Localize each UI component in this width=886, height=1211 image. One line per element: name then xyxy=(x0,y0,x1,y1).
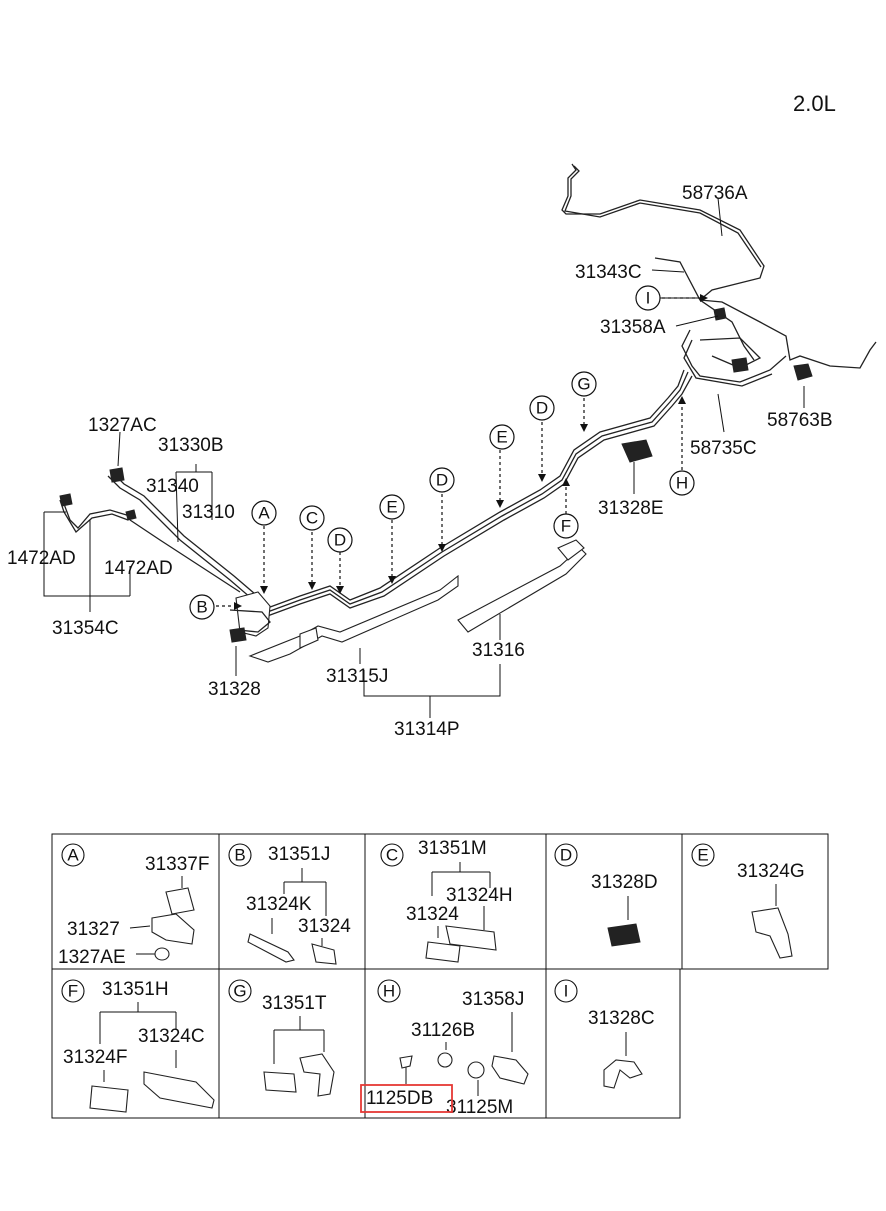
callout-I: I xyxy=(646,289,651,308)
callout-C: C xyxy=(306,509,318,528)
legend-cell-A: A 31337F 31327 1327AE xyxy=(58,843,209,968)
legend-cell-E: E 31324G xyxy=(691,843,805,959)
label-1472AD-left: 1472AD xyxy=(7,548,76,569)
callout-E1: E xyxy=(386,498,397,517)
label-31328: 31328 xyxy=(208,679,261,700)
legend-I-part-1: 31328C xyxy=(588,1008,655,1029)
legend-H-part-1: 31358J xyxy=(462,989,524,1010)
label-1472AD-right: 1472AD xyxy=(104,558,173,579)
callout-A: A xyxy=(258,504,270,523)
legend-letter-I: I xyxy=(564,982,569,1001)
legend-A-part-1: 31337F xyxy=(145,854,209,875)
legend-cell-C: C 31351M 31324H 31324 xyxy=(380,838,513,963)
legend-grid xyxy=(51,833,829,1119)
callout-F: F xyxy=(561,517,571,536)
legend-cell-B: B 31351J 31324K 31324 xyxy=(228,843,351,965)
legend-letter-A: A xyxy=(67,846,79,865)
legend-B-part-1: 31351J xyxy=(268,844,330,865)
legend-cell-H: H 31358J 31126B 1125DB 31125M xyxy=(360,979,529,1118)
arrow-heads xyxy=(234,294,708,610)
callout-D3: D xyxy=(536,399,548,418)
legend-letter-B: B xyxy=(234,846,245,865)
legend-D-part-1: 31328D xyxy=(591,872,658,893)
label-31315J: 31315J xyxy=(326,666,388,687)
legend-cell-G: G 31351T xyxy=(228,979,335,1097)
clips xyxy=(59,307,813,643)
fuel-lines xyxy=(59,163,877,637)
label-31314P: 31314P xyxy=(394,719,460,740)
legend-C-part-1: 31351M xyxy=(418,838,487,859)
label-31358A: 31358A xyxy=(600,317,666,338)
legend-H-part-3: 1125DB xyxy=(366,1088,433,1109)
label-31316: 31316 xyxy=(472,640,525,661)
legend-B-part-3: 31324 xyxy=(298,916,351,937)
engine-label: 2.0L xyxy=(793,91,836,116)
highlight-box-1125DB xyxy=(360,1084,453,1113)
leader-lines xyxy=(43,197,805,718)
legend-letter-D: D xyxy=(560,846,572,865)
callout-H: H xyxy=(676,474,688,493)
legend-cell-I: I 31328C xyxy=(554,979,655,1089)
legend-letter-H: H xyxy=(383,982,395,1001)
legend-cell-D: D 31328D xyxy=(554,843,658,947)
label-1327AC: 1327AC xyxy=(88,415,157,436)
callout-B: B xyxy=(196,598,207,617)
callout-circles: A B C D E D E D G F H I xyxy=(189,285,695,620)
callout-D2: D xyxy=(436,471,448,490)
legend-C-part-3: 31324 xyxy=(406,904,459,925)
label-31328E: 31328E xyxy=(598,498,664,519)
legend-cell-F: F 31351H 31324C 31324F xyxy=(61,979,215,1113)
label-58763B: 58763B xyxy=(767,410,833,431)
legend-F-part-3: 31324F xyxy=(63,1047,127,1068)
legend-A-part-3: 1327AE xyxy=(58,947,126,968)
label-58735C: 58735C xyxy=(690,438,757,459)
callout-D1: D xyxy=(334,531,346,550)
frame-rails xyxy=(248,539,587,663)
legend-letter-E: E xyxy=(697,846,708,865)
legend-E-part-1: 31324G xyxy=(737,861,805,882)
label-31330B: 31330B xyxy=(158,435,224,456)
callout-G: G xyxy=(577,375,590,394)
label-31310: 31310 xyxy=(182,502,235,523)
legend-B-part-2: 31324K xyxy=(246,894,312,915)
legend-G-part-1: 31351T xyxy=(262,993,327,1014)
label-31343C: 31343C xyxy=(575,262,642,283)
legend-A-part-2: 31327 xyxy=(67,919,120,940)
legend-F-part-2: 31324C xyxy=(138,1026,205,1047)
legend-H-part-4: 31125M xyxy=(446,1097,513,1118)
legend-letter-F: F xyxy=(68,982,78,1001)
legend-letter-C: C xyxy=(386,846,398,865)
label-31340: 31340 xyxy=(146,476,199,497)
legend-C-part-2: 31324H xyxy=(446,885,513,906)
legend-letter-G: G xyxy=(233,982,246,1001)
legend-H-part-2: 31126B xyxy=(411,1020,475,1041)
callout-E2: E xyxy=(496,428,507,447)
legend-F-part-1: 31351H xyxy=(102,979,169,1000)
label-58736A: 58736A xyxy=(682,183,748,204)
part-labels: 58736A 31343C 31358A 58763B 58735C 31328… xyxy=(7,183,833,740)
label-31354C: 31354C xyxy=(52,618,119,639)
